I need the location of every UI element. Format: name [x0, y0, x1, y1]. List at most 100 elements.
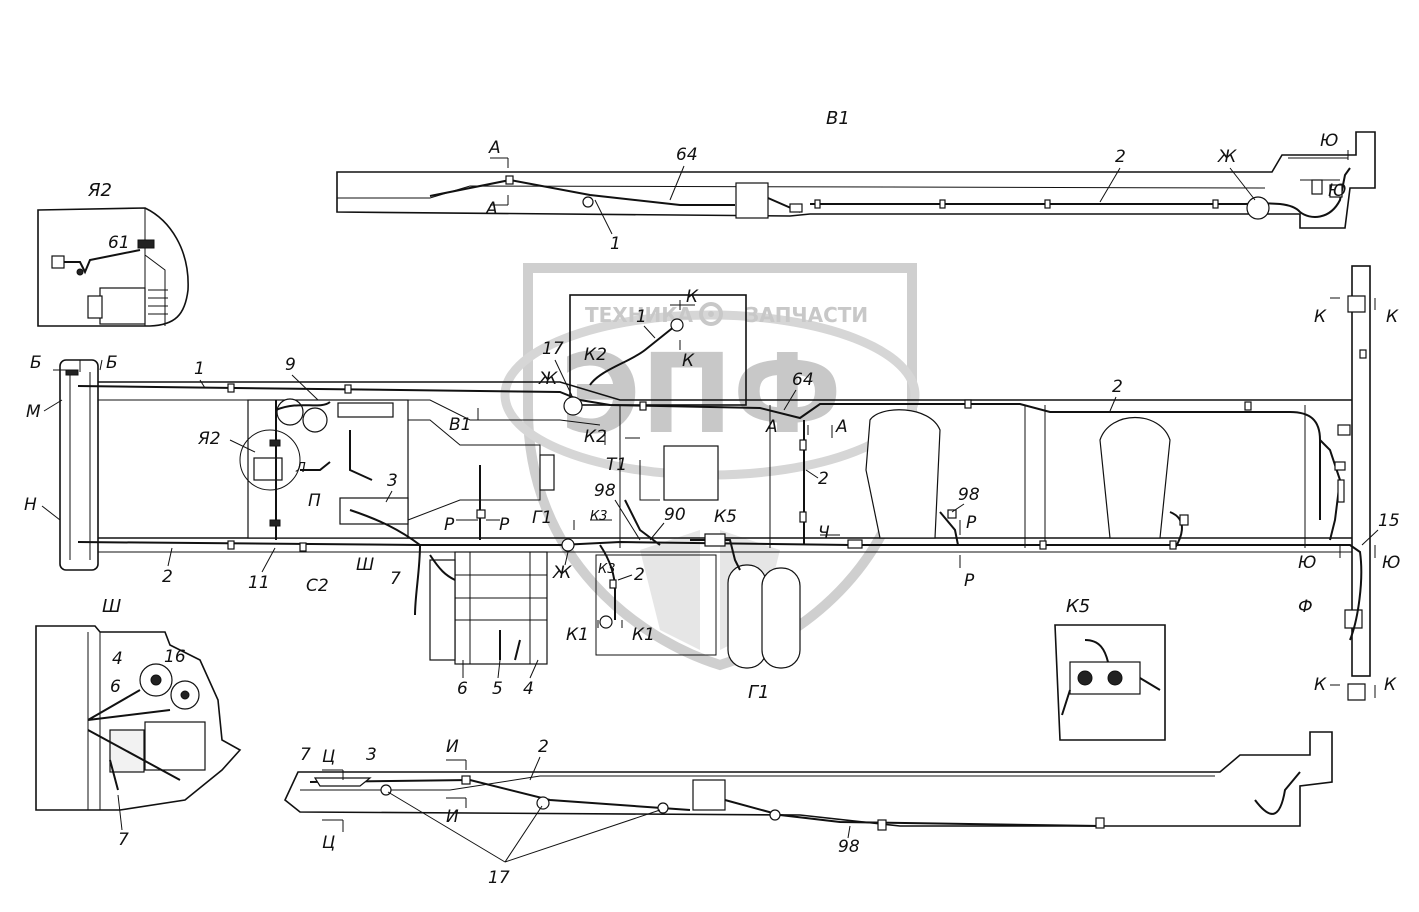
connector-a — [227, 383, 235, 393]
v1-section-Yu — [1288, 150, 1349, 181]
leader-1-inset — [643, 325, 656, 339]
sh-outline — [35, 625, 242, 811]
gearbox — [407, 419, 541, 521]
g1-label-Ts-top: Ц — [322, 747, 335, 767]
view-sh: Ш 16 4 6 7 — [35, 596, 242, 850]
leader-M — [43, 399, 63, 412]
inset-k-wire — [589, 325, 676, 386]
ya2-connector — [51, 255, 65, 269]
radiator-boxes — [337, 402, 394, 418]
label-K2-top: К2 — [584, 345, 607, 365]
g1-clip-3 — [657, 802, 669, 814]
g1-rail-outline — [284, 731, 1333, 827]
harness-rear — [1319, 439, 1342, 541]
view-g1-title: Г1 — [748, 682, 769, 703]
section-marks — [53, 297, 1376, 698]
sh-filter-1-inner — [150, 674, 162, 686]
v1-label-Zh: Ж — [1217, 147, 1237, 167]
label-1-inset: 1 — [636, 307, 647, 327]
leader-5 — [497, 659, 501, 679]
gearbox-flange — [539, 454, 555, 491]
label-Ch: Ч — [818, 523, 830, 543]
leader-2-left — [167, 547, 173, 567]
engine-circle — [239, 429, 301, 491]
label-11: 11 — [248, 573, 270, 593]
connector-m — [1337, 479, 1345, 503]
leader-2-right — [1109, 396, 1117, 412]
g1-label-98: 98 — [838, 837, 860, 857]
connector-r — [269, 439, 281, 447]
sh-label-4: 4 — [112, 649, 123, 669]
leader-9 — [291, 374, 319, 401]
label-K-top: К — [686, 287, 699, 307]
sh-label-7: 7 — [118, 830, 129, 850]
harness-98-left — [624, 499, 661, 546]
v1-label-Yu-bot: Ю — [1328, 181, 1346, 201]
connector-u — [799, 511, 807, 523]
g1-leader-98 — [847, 825, 851, 839]
starter-box — [253, 457, 283, 481]
grommet-k1 — [599, 615, 613, 629]
k1-bracket — [595, 554, 717, 656]
ya2-box2 — [87, 295, 103, 319]
front-bumper — [59, 359, 99, 571]
watermark-monogram: ЭПФ — [560, 330, 842, 458]
g1-clip-1 — [380, 784, 392, 796]
g1-bracket — [692, 779, 726, 811]
v1-wire — [429, 167, 1351, 218]
connector-e — [1244, 401, 1252, 411]
connector-w — [609, 579, 617, 589]
connector-g — [299, 542, 307, 552]
leader-64 — [783, 389, 797, 411]
v1-label-A-bot: А — [485, 199, 498, 219]
v1-box-right2 — [1329, 184, 1343, 198]
label-1: 1 — [194, 359, 205, 379]
v1-clip — [582, 196, 594, 208]
k5-valve-port-2 — [1107, 670, 1123, 686]
t1-box — [663, 445, 719, 501]
label-2-mid: 2 — [634, 565, 645, 585]
view-ya2-title: Я2 — [87, 180, 112, 201]
label-V1: В1 — [449, 415, 471, 435]
leader-90 — [649, 522, 665, 541]
g1-connector-2 — [877, 819, 887, 831]
label-K-r4: К — [1384, 675, 1397, 695]
v1-leader-1 — [594, 199, 613, 235]
harness-battery — [429, 554, 521, 661]
v1-label-1: 1 — [610, 234, 621, 254]
g1-rail-inner — [300, 775, 1215, 791]
air-receiver-2 — [761, 567, 801, 669]
v1-label-2: 2 — [1115, 147, 1126, 167]
harness-k3 — [599, 544, 616, 620]
harness-1 — [77, 385, 1321, 520]
label-M: М — [26, 402, 41, 422]
ya2-clip — [76, 268, 84, 276]
harness-98-right — [939, 511, 959, 546]
harness-2 — [77, 540, 1363, 641]
label-98-left: 98 — [594, 481, 616, 501]
leader-98-left — [614, 499, 641, 541]
harness-starter — [414, 544, 421, 616]
connector-q — [269, 519, 281, 527]
label-R2: Р — [499, 515, 510, 535]
label-T1: Т1 — [606, 455, 627, 475]
view-k5-title: К5 — [1066, 596, 1090, 617]
ya2-panel — [144, 208, 166, 326]
v1-connector-5 — [1212, 199, 1219, 209]
grommet-zh — [563, 396, 583, 416]
g1-connector-3 — [1095, 817, 1105, 829]
connector-p — [1179, 514, 1189, 526]
label-90: 90 — [664, 505, 686, 525]
label-A-left: А — [765, 417, 778, 437]
connector-t — [476, 509, 486, 519]
air-receiver-1 — [727, 564, 767, 669]
v1-rail-inner — [337, 185, 1266, 199]
g1-label-Ts-bot: Ц — [322, 833, 335, 853]
g1-section-marks — [322, 759, 467, 832]
label-L: Л — [295, 461, 306, 476]
rail-top — [98, 381, 1352, 401]
label-P: П — [308, 491, 321, 511]
label-Yu2: Ю — [1382, 553, 1400, 573]
v1-rail-outline — [336, 131, 1376, 229]
